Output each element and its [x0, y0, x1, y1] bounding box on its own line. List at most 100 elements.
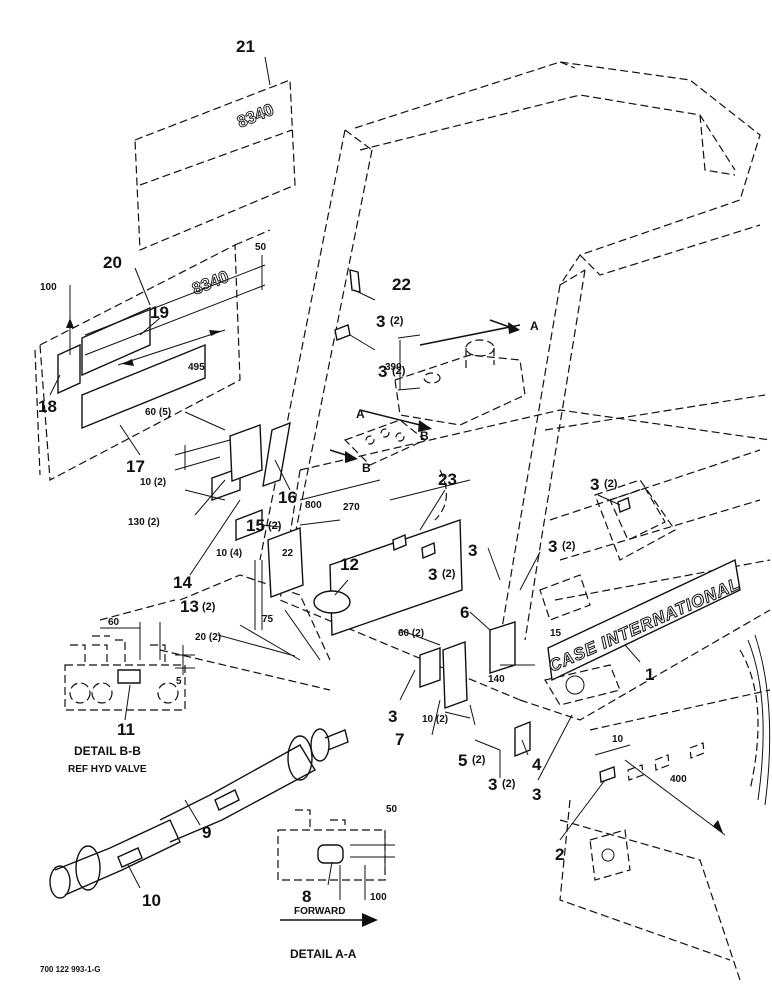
callout-3-side: 3 [468, 541, 477, 560]
dimension-values: 100 50 495 60 (5) 10 (2) 130 (2) 390 800… [40, 242, 687, 903]
dim-60-detail: 60 [108, 617, 120, 628]
brand-stripe [547, 558, 741, 682]
decal-19 [81, 306, 151, 377]
callout-11: 11 [117, 720, 135, 739]
dim-10-4: 10 (4) [216, 548, 242, 559]
shaft-decal-9 [214, 789, 240, 811]
callout-3-mid: 3 [378, 362, 387, 381]
dim-75: 75 [262, 614, 274, 625]
decal-2 [599, 766, 616, 783]
detail-a-a [277, 809, 395, 927]
callout-16: 16 [278, 488, 297, 507]
decal-11 [117, 669, 141, 684]
model-decal-20: 8340 [189, 267, 231, 299]
dim-390: 390 [385, 362, 402, 373]
detail-titles: DETAIL B-B REF HYD VALVE FORWARD DETAIL … [68, 744, 357, 961]
qty-3-upper: (2) [390, 315, 404, 327]
decal-8 [317, 844, 344, 864]
decal-17 [81, 343, 206, 430]
dim-140: 140 [488, 674, 505, 685]
dim-800: 800 [305, 500, 322, 511]
callout-3-upper: 3 [376, 312, 385, 331]
dim-60-5: 60 (5) [145, 407, 171, 418]
decal-strip-15a [235, 508, 263, 542]
detail-b-b [64, 622, 195, 721]
qty-3-right: (2) [604, 478, 618, 490]
callout-3-top-right: 3 [548, 537, 557, 556]
dim-15: 15 [550, 628, 562, 639]
decal-18 [57, 343, 81, 395]
dim-100-left: 100 [40, 282, 57, 293]
decal-3-a [392, 533, 407, 552]
callout-8: 8 [302, 887, 311, 906]
decal-7 [419, 647, 441, 688]
callout-18: 18 [38, 397, 57, 416]
detail-b-b-title: DETAIL B-B [74, 744, 141, 758]
dim-130-2: 130 (2) [128, 517, 160, 528]
qty-13: (2) [202, 601, 216, 613]
callout-14: 14 [173, 573, 192, 592]
pto-shafts [49, 728, 349, 899]
dim-10-2-right: 10 (2) [422, 714, 448, 725]
leader-lines [49, 56, 641, 841]
decal-16 [262, 421, 291, 488]
callout-23: 23 [438, 470, 457, 489]
decal-14 [229, 424, 263, 482]
dim-400: 400 [670, 774, 687, 785]
model-decal-21: 8340 [234, 100, 276, 132]
callout-6: 6 [460, 603, 469, 622]
machine-outline [99, 61, 771, 981]
qty-3-deck: (2) [442, 568, 456, 580]
dim-50-top: 50 [255, 242, 267, 253]
dim-20-2: 20 (2) [195, 632, 221, 643]
callout-3-bottom: 3 [488, 775, 497, 794]
forward-label: FORWARD [294, 906, 345, 917]
dim-50-detail: 50 [386, 804, 398, 815]
qty-3-bottom: (2) [502, 778, 516, 790]
callout-1: 1 [645, 665, 654, 684]
callout-7: 7 [395, 730, 404, 749]
callout-17: 17 [126, 457, 145, 476]
decal-12 [313, 590, 351, 614]
callout-13: 13 [180, 597, 199, 616]
callout-3-right: 3 [590, 475, 599, 494]
dim-495: 495 [188, 362, 205, 373]
brand-decal: CASE INTERNATIONAL [546, 574, 743, 676]
decal-22 [349, 269, 361, 293]
callout-9: 9 [202, 823, 211, 842]
dim-100-detail: 100 [370, 892, 387, 903]
dim-22: 22 [282, 548, 294, 559]
callout-20: 20 [103, 253, 122, 272]
callout-15: 15 [246, 516, 265, 535]
qty-15: (2) [268, 520, 282, 532]
decal-panel-21: 8340 [134, 79, 296, 251]
drawing-number: 700 122 993-1-G [40, 965, 101, 974]
dim-270: 270 [343, 502, 360, 513]
frame-decals: CASE INTERNATIONAL [211, 269, 744, 783]
callout-5: 5 [458, 751, 467, 770]
decal-4 [514, 720, 531, 758]
callout-19: 19 [150, 303, 169, 322]
section-b-right: B [420, 429, 429, 443]
decal-strip-15b [267, 527, 304, 598]
section-a-left: A [356, 407, 365, 421]
detail-b-b-subtitle: REF HYD VALVE [68, 764, 147, 775]
callout-12: 12 [340, 555, 359, 574]
section-b-left: B [362, 461, 371, 475]
callout-3-deck: 3 [428, 565, 437, 584]
section-a-top: A [530, 319, 539, 333]
callout-3-lower-right: 3 [532, 785, 541, 804]
decal-3-upper [334, 324, 351, 341]
callout-4: 4 [532, 755, 542, 774]
callout-22: 22 [392, 275, 411, 294]
callout-3-lower-left: 3 [388, 707, 397, 726]
callout-2: 2 [555, 845, 564, 864]
dim-10: 10 [612, 734, 624, 745]
dim-10-2-left: 10 (2) [140, 477, 166, 488]
dimension-lines [66, 255, 726, 836]
dim-5-detail: 5 [176, 676, 182, 687]
decal-3-b [421, 541, 436, 560]
decal-5 [442, 641, 468, 709]
shaft-decal-10 [117, 847, 143, 868]
